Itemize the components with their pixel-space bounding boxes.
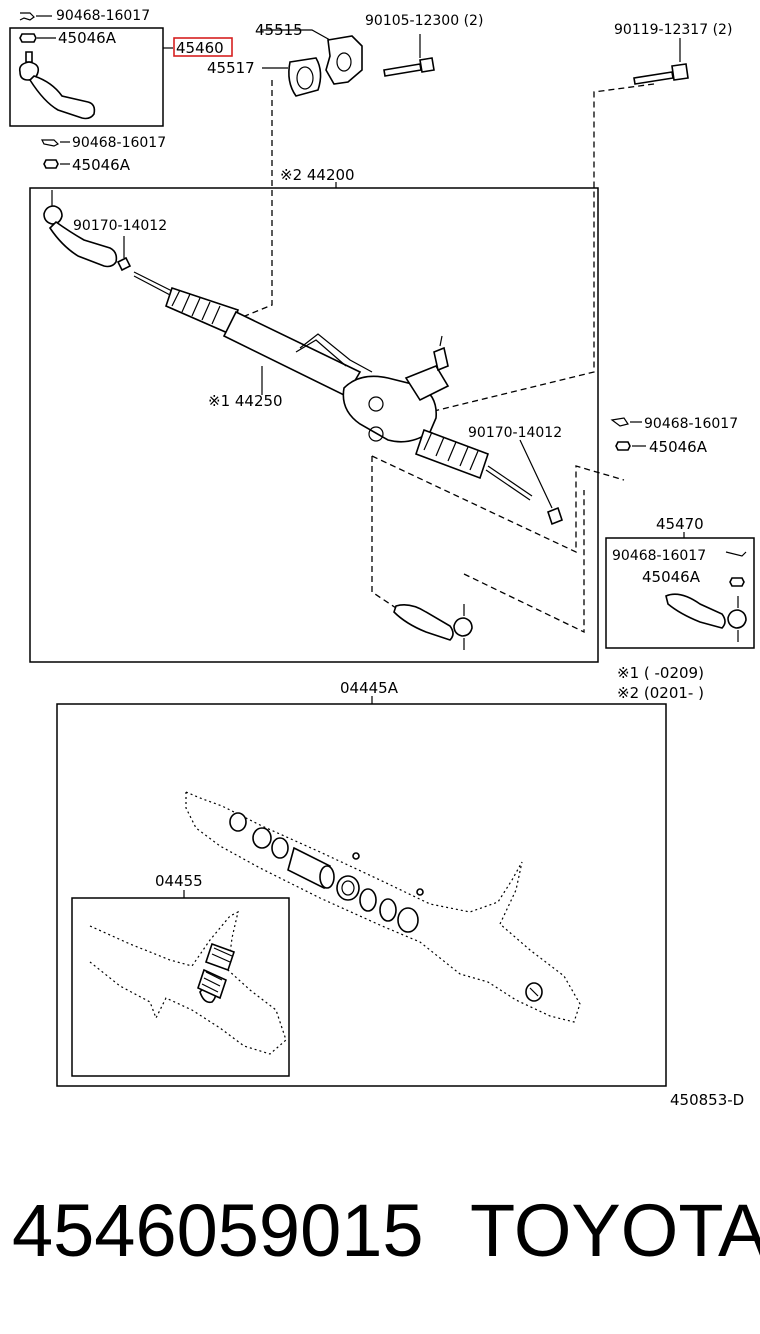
label-45517: 45517 bbox=[207, 59, 255, 77]
tie-rod-end-45460-box bbox=[9, 27, 164, 127]
bracket-45517 bbox=[288, 57, 322, 97]
nut-icon bbox=[43, 159, 59, 169]
boot-left bbox=[165, 286, 240, 336]
bolt-90105: 90105-12300 (2) bbox=[365, 13, 483, 77]
bolt-icon bbox=[383, 63, 422, 77]
tie-rod-end-left bbox=[43, 205, 63, 225]
steering-rack-44200-box bbox=[29, 187, 599, 663]
rod-thread-right bbox=[487, 465, 533, 497]
drawing-code: 450853-D bbox=[670, 1091, 744, 1109]
repair-kit-04455-box bbox=[71, 897, 290, 1077]
label-44250: ※1 44250 bbox=[208, 392, 283, 410]
loose-fasteners-right: 90468-16017 45046A bbox=[610, 416, 738, 456]
tie-rod-end-45470-box bbox=[605, 537, 755, 649]
dashed-leader bbox=[463, 490, 585, 634]
nut-icon bbox=[615, 441, 631, 451]
dashed-leader bbox=[429, 83, 655, 413]
tie-rod-end-shape bbox=[665, 593, 726, 629]
dashed-leader bbox=[371, 456, 397, 609]
highlight-45460 bbox=[173, 37, 233, 57]
label-90468-16017: 90468-16017 bbox=[612, 548, 706, 564]
label-90468-16017: 90468-16017 bbox=[56, 8, 150, 24]
repair-kit-04445A-group: 04445A bbox=[56, 679, 667, 1087]
rod-thread-left bbox=[133, 271, 175, 293]
label-90468-16017: 90468-16017 bbox=[72, 135, 166, 151]
ring-icon bbox=[379, 898, 397, 922]
label-44200: ※2 44200 bbox=[280, 166, 355, 184]
label-45046A: 45046A bbox=[642, 568, 701, 586]
steering-rack-44200-group: ※2 44200 90170-14012 90 bbox=[29, 166, 625, 663]
spring-icon bbox=[197, 968, 227, 1000]
ring-icon bbox=[359, 888, 377, 912]
label-90468-16017: 90468-16017 bbox=[644, 416, 738, 432]
tie-rod-end-right bbox=[393, 604, 454, 641]
cotter-pin-icon bbox=[725, 551, 747, 557]
seal-icon bbox=[397, 907, 419, 933]
repair-kit-04455-group: 04455 bbox=[71, 872, 290, 1077]
label-90170-14012: 90170-14012 bbox=[73, 218, 167, 234]
bolt-90119: 90119-12317 (2) bbox=[614, 22, 732, 85]
label-90105-12300: 90105-12300 (2) bbox=[365, 13, 483, 29]
part-number-caption: 4546059015 bbox=[12, 1189, 424, 1272]
label-45046A: 45046A bbox=[649, 438, 708, 456]
ring-icon bbox=[271, 837, 289, 859]
brand-caption: TOYOTA bbox=[470, 1189, 760, 1272]
bracket-group: 45515 45517 bbox=[207, 21, 363, 97]
seal-icon bbox=[336, 875, 360, 901]
tie-rod-end-45470-group: 45470 90468-16017 45046A bbox=[605, 515, 755, 649]
label-45460: 45460 bbox=[176, 39, 224, 57]
cotter-pin-icon bbox=[19, 12, 35, 21]
boot-right bbox=[414, 428, 490, 480]
dashed-leader bbox=[371, 455, 625, 554]
bracket-45515 bbox=[325, 35, 363, 85]
seal-icon bbox=[229, 812, 247, 832]
nut-icon bbox=[116, 256, 132, 272]
label-45470: 45470 bbox=[656, 515, 704, 533]
tie-rod-end-45460-group: 90468-16017 45046A 45460 bbox=[9, 8, 233, 127]
fluid-pipe bbox=[299, 333, 373, 373]
bolt-icon bbox=[633, 71, 674, 85]
note-2: ※2 (0201- ) bbox=[617, 684, 704, 702]
label-90119-12317: 90119-12317 (2) bbox=[614, 22, 732, 38]
dashed-leader bbox=[239, 80, 273, 319]
nut-icon bbox=[547, 506, 563, 526]
label-45046A: 45046A bbox=[58, 29, 117, 47]
rack-housing bbox=[342, 375, 437, 443]
label-04445A: 04445A bbox=[340, 679, 399, 697]
cotter-pin-icon bbox=[41, 139, 60, 147]
rack-tube bbox=[222, 310, 362, 398]
label-90170-14012: 90170-14012 bbox=[468, 425, 562, 441]
nut-icon bbox=[729, 577, 745, 587]
label-45046A: 45046A bbox=[72, 156, 131, 174]
seal-icon bbox=[252, 827, 272, 849]
cotter-pin-icon bbox=[610, 417, 629, 427]
label-04455: 04455 bbox=[155, 872, 203, 890]
rack-outline bbox=[185, 791, 581, 1023]
repair-kit-04445A-box bbox=[56, 703, 667, 1087]
valve-outline bbox=[89, 910, 287, 1055]
pinion-valve bbox=[404, 365, 450, 402]
label-45515: 45515 bbox=[255, 21, 303, 39]
nut-icon bbox=[19, 33, 37, 43]
loose-fasteners-left: 90468-16017 45046A bbox=[41, 135, 166, 174]
note-1: ※1 ( -0209) bbox=[617, 664, 704, 682]
